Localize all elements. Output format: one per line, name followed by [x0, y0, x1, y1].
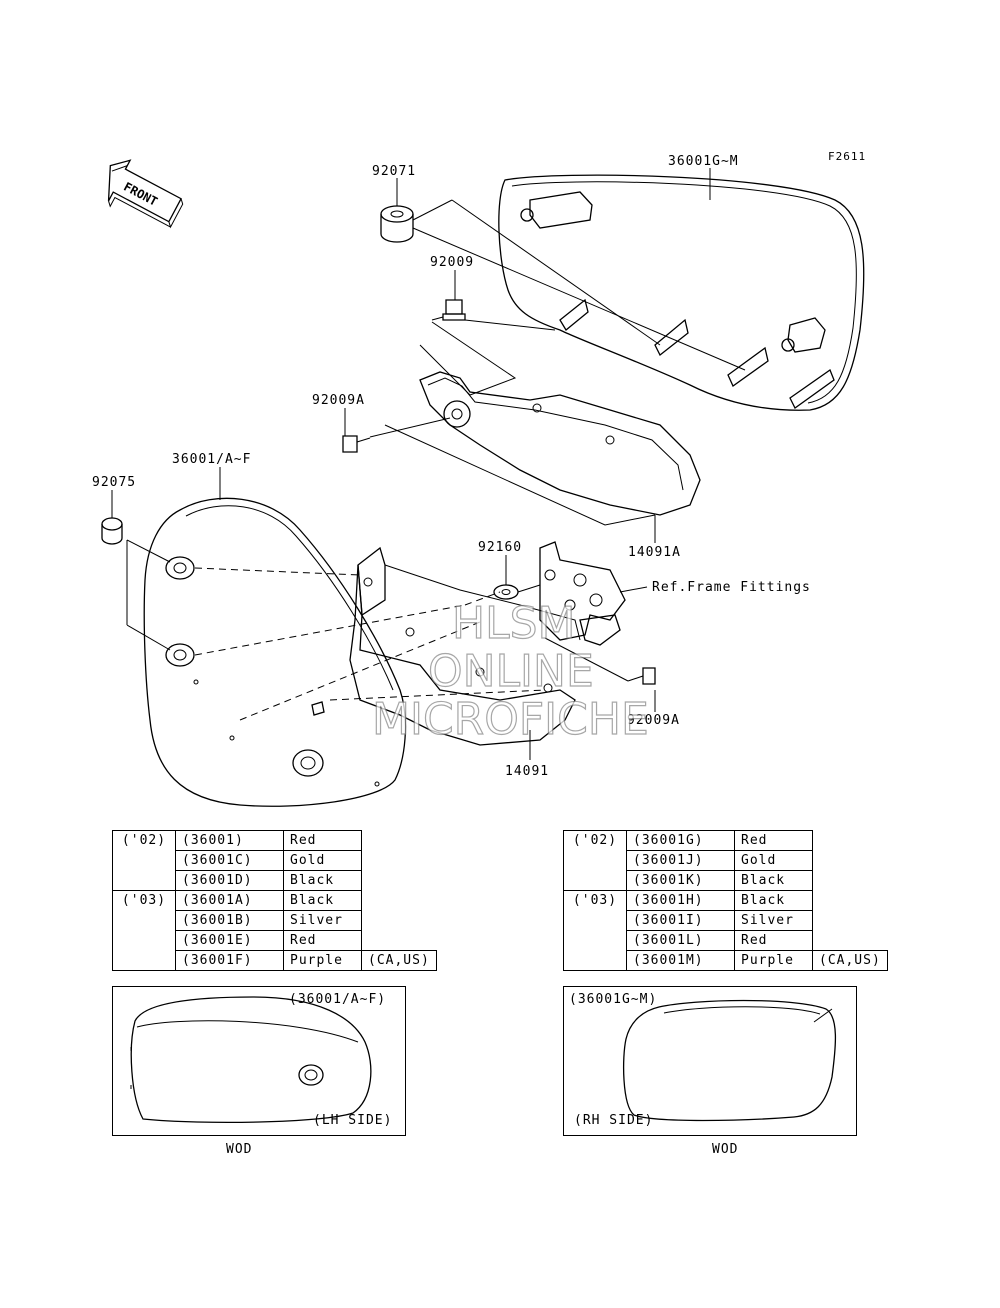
empty-cell [813, 911, 888, 931]
empty-cell [813, 871, 888, 891]
bolt-lh [627, 667, 656, 685]
callout-ref-frame: Ref.Frame Fittings [652, 580, 811, 595]
figure-code: F2611 [828, 150, 866, 163]
color-table-row: ('03)(36001A)Black [112, 890, 437, 971]
callout-washer: 92160 [478, 540, 522, 555]
callout-rh-cover: 36001G~M [668, 154, 739, 169]
callout-rh-cover-plate: 14091A [628, 545, 681, 560]
washer [493, 584, 519, 600]
part-code-cell: (36001C) [175, 850, 284, 871]
watermark-line-2: ONLINE [428, 646, 594, 697]
front-arrow-icon: FRONT [107, 159, 184, 229]
color-name-cell: Black [283, 870, 362, 891]
empty-cell [362, 931, 437, 951]
part-code-cell: (36001) [175, 830, 284, 851]
color-name-cell: Red [283, 930, 362, 951]
rh-inset-code: (36001G~M) [569, 992, 658, 1007]
lh-inset-caption: WOD [226, 1142, 253, 1157]
callout-bolt-rh-lower: 92009A [312, 393, 365, 408]
rh-color-table: ('02)(36001G)Red(36001J)Gold(36001K)Blac… [563, 830, 888, 971]
color-table-row: ('02)(36001)Red [112, 830, 437, 891]
lh-side-cover [143, 497, 407, 807]
model-year-cell: ('02) [112, 830, 176, 891]
color-table-row: (36001M)Purple(CA,US) [564, 950, 888, 971]
rh-side-cover [498, 174, 865, 411]
grommet-lh [101, 517, 123, 545]
callout-bolt-lh: 92009A [627, 713, 680, 728]
callout-lh-cover: 36001/A~F [172, 452, 251, 467]
frame-bracket [539, 541, 626, 646]
watermark-line-1: HLSM [452, 598, 576, 649]
color-table-row: (36001I)Silver [564, 910, 888, 931]
color-table-row: (36001E)Red [113, 930, 437, 951]
color-table-row: (36001D)Black [113, 870, 437, 891]
model-year-cell: ('03) [112, 890, 176, 971]
color-name-cell: Purple [734, 950, 813, 971]
part-code-cell: (36001L) [626, 930, 735, 951]
rh-inset-caption: WOD [712, 1142, 739, 1157]
callout-grommet-lh: 92075 [92, 475, 136, 490]
color-name-cell: Silver [734, 910, 813, 931]
part-code-cell: (36001I) [626, 910, 735, 931]
color-table-row: ('03)(36001H)Black [563, 890, 888, 971]
lh-cover-plate [349, 546, 581, 746]
color-name-cell: Gold [283, 850, 362, 871]
part-code-cell: (36001A) [175, 890, 284, 911]
model-year-cell: ('02) [563, 830, 627, 891]
part-code-cell: (36001D) [175, 870, 284, 891]
watermark-line-3: MICROFICHE [372, 694, 649, 745]
color-name-cell: Gold [734, 850, 813, 871]
color-table-row: (36001F)Purple(CA,US) [113, 950, 437, 971]
rh-inset-side: (RH SIDE) [574, 1113, 654, 1128]
lh-inset-code: (36001/A~F) [289, 992, 387, 1007]
rh-cover-plate [419, 371, 701, 516]
part-code-cell: (36001B) [175, 910, 284, 931]
part-code-cell: (36001K) [626, 870, 735, 891]
empty-cell [362, 871, 437, 891]
rh-side-cover-outline [622, 999, 837, 1122]
color-table-row: (36001B)Silver [113, 910, 437, 931]
part-code-cell: (36001M) [626, 950, 735, 971]
empty-cell [813, 891, 888, 911]
color-name-cell: Red [734, 830, 813, 851]
empty-cell [362, 851, 437, 871]
color-name-cell: Black [283, 890, 362, 911]
color-name-cell: Red [734, 930, 813, 951]
rh-side-inset: (36001G~M) (RH SIDE) [563, 986, 857, 1136]
callout-lh-cover-plate: 14091 [505, 764, 549, 779]
empty-cell [813, 851, 888, 871]
color-name-cell: Silver [283, 910, 362, 931]
region-cell: (CA,US) [812, 950, 888, 971]
lh-side-inset: (36001/A~F) (LH SIDE) [112, 986, 406, 1136]
empty-cell [362, 891, 437, 911]
empty-cell [362, 911, 437, 931]
lh-color-table: ('02)(36001)Red(36001C)Gold(36001D)Black… [112, 830, 437, 971]
lh-inset-side: (LH SIDE) [313, 1113, 393, 1128]
part-code-cell: (36001F) [175, 950, 284, 971]
part-code-cell: (36001H) [626, 890, 735, 911]
bolt-rh-upper [431, 299, 466, 321]
callout-grommet-rh: 92071 [372, 164, 416, 179]
callout-bolt-rh-upper: 92009 [430, 255, 474, 270]
region-cell: (CA,US) [361, 950, 437, 971]
empty-cell [813, 831, 888, 851]
part-code-cell: (36001J) [626, 850, 735, 871]
color-table-row: ('02)(36001G)Red [563, 830, 888, 891]
grommet-rh [380, 205, 414, 243]
lh-side-cover-outline [130, 996, 372, 1124]
color-name-cell: Black [734, 890, 813, 911]
color-name-cell: Red [283, 830, 362, 851]
bolt-rh-lower [342, 435, 371, 453]
part-code-cell: (36001E) [175, 930, 284, 951]
part-code-cell: (36001G) [626, 830, 735, 851]
empty-cell [362, 831, 437, 851]
color-name-cell: Purple [283, 950, 362, 971]
model-year-cell: ('03) [563, 890, 627, 971]
color-name-cell: Black [734, 870, 813, 891]
empty-cell [813, 931, 888, 951]
